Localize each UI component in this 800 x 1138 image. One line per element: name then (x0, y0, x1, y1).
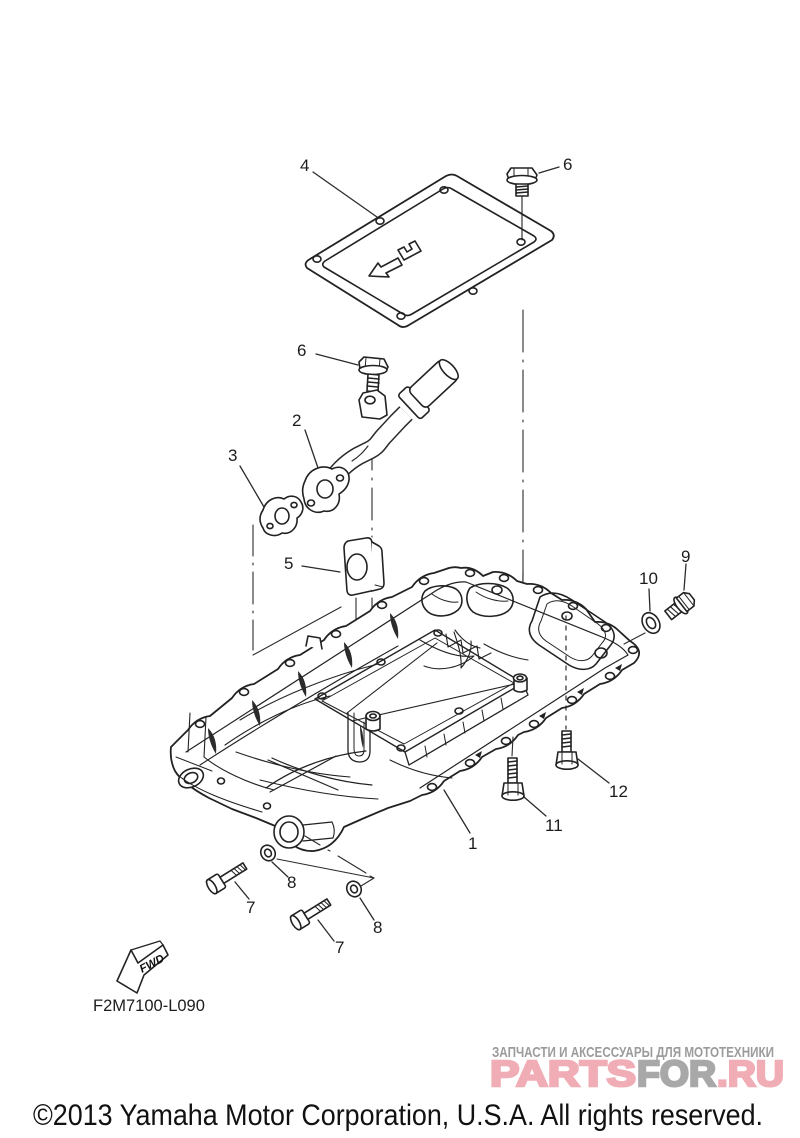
svg-text:8: 8 (373, 918, 382, 937)
svg-text:7: 7 (246, 898, 255, 917)
svg-text:6: 6 (297, 341, 306, 360)
svg-text:11: 11 (545, 816, 563, 835)
svg-text:FOR: FOR (637, 1053, 716, 1094)
svg-text:PARTS: PARTS (490, 1053, 636, 1094)
svg-text:10: 10 (639, 569, 658, 588)
svg-text:7: 7 (335, 938, 344, 957)
svg-text:6: 6 (563, 155, 572, 174)
svg-text:©2013 Yamaha Motor Corporation: ©2013 Yamaha Motor Corporation, U.S.A. A… (33, 1099, 763, 1132)
svg-text:9: 9 (681, 547, 690, 566)
svg-text:4: 4 (300, 156, 309, 175)
svg-text:2: 2 (292, 411, 301, 430)
svg-text:.RU: .RU (717, 1053, 784, 1094)
svg-text:3: 3 (228, 446, 237, 465)
svg-text:5: 5 (284, 554, 293, 573)
svg-text:ЗАПЧАСТИ И АКСЕССУАРЫ ДЛЯ МОТО: ЗАПЧАСТИ И АКСЕССУАРЫ ДЛЯ МОТОТЕХНИКИ (492, 1044, 774, 1061)
svg-text:F2M7100-L090: F2M7100-L090 (93, 997, 205, 1015)
svg-text:1: 1 (468, 834, 477, 853)
svg-text:8: 8 (287, 873, 296, 892)
svg-text:12: 12 (609, 782, 628, 801)
